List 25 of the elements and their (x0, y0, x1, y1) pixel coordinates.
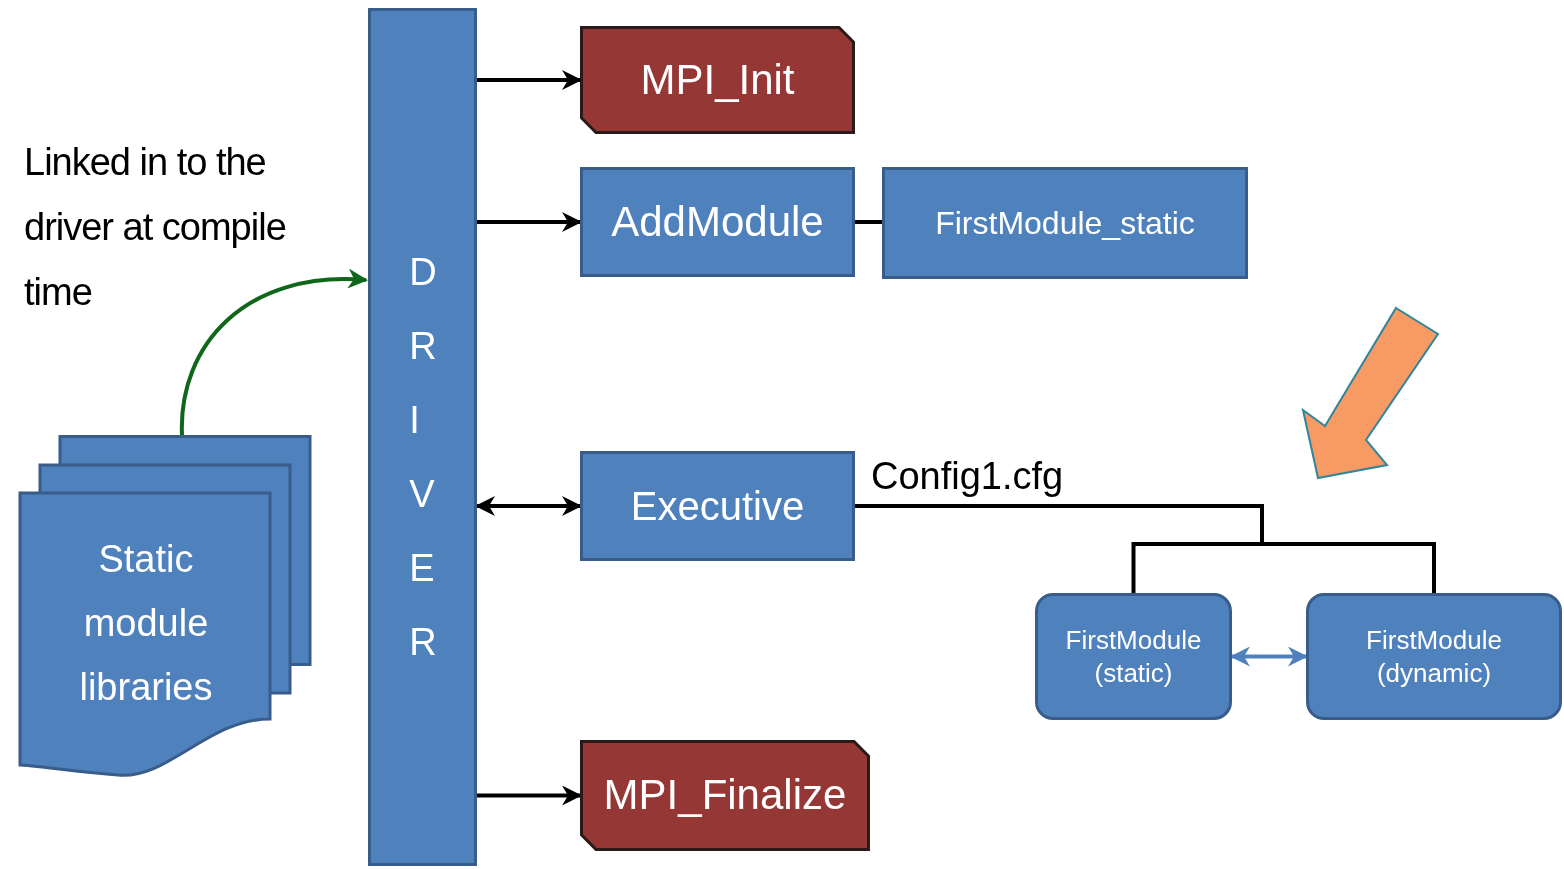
connector-arrow (477, 212, 582, 232)
document-stack (18, 435, 312, 780)
node-label: DRIVER (409, 250, 436, 665)
process-box (580, 26, 855, 134)
process-box (1035, 593, 1232, 720)
connector-arrow (1230, 646, 1308, 667)
node-label: AddModule (610, 196, 825, 247)
node-label: FirstModule (dynamic) (1365, 624, 1503, 689)
process-box (882, 167, 1248, 279)
node-label: MPI_Init (639, 54, 796, 105)
connector-arrow (475, 496, 582, 516)
node-label: FirstModule_static (934, 204, 1196, 243)
node-label: FirstModule (static) (1064, 624, 1203, 689)
process-box (580, 740, 870, 851)
connector-arrow (477, 785, 582, 806)
connector-arrow (477, 70, 582, 90)
process-box (580, 167, 855, 277)
node-label: MPI_Finalize (602, 770, 848, 821)
node-label: Executive (629, 483, 806, 530)
process-box (580, 451, 855, 561)
driver-bar (368, 8, 477, 866)
node-label: Static module libraries (78, 537, 214, 710)
connector-arrow (180, 269, 368, 436)
note-text: Linked in to the driver at compile time (24, 140, 287, 315)
process-box (1306, 593, 1562, 720)
